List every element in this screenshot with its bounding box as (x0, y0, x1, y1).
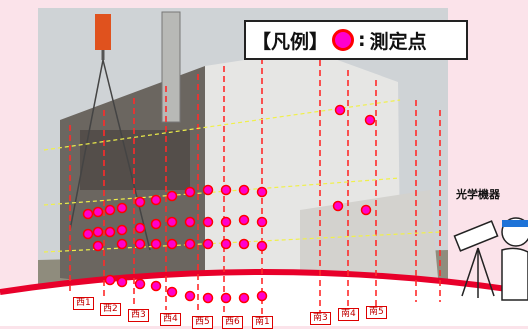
wall-label-west-5: 西5 (192, 316, 213, 329)
measurement-point (364, 114, 376, 126)
crane-tower (161, 11, 181, 123)
facade-damage (80, 130, 190, 190)
legend-text: 測定点 (369, 30, 427, 53)
measurement-point (220, 216, 232, 228)
measurement-point (92, 206, 104, 218)
measurement-point (116, 238, 128, 250)
measurement-point (360, 204, 372, 216)
measurement-point (166, 190, 178, 202)
level-line (43, 99, 401, 151)
measurement-point (238, 238, 250, 250)
optical-instrument-label: 光学機器 (456, 188, 500, 201)
measurement-point (256, 186, 268, 198)
legend-open-bracket: 【 (252, 30, 272, 53)
legend-title: 凡例 (271, 30, 310, 53)
measurement-point (166, 286, 178, 298)
measurement-point-icon (332, 29, 355, 51)
wall-label-south-4: 南4 (338, 308, 359, 321)
measurement-point (150, 218, 162, 230)
measurement-point (202, 184, 214, 196)
measurement-point (134, 196, 146, 208)
crane-sling (102, 59, 151, 251)
wall-label-west-4: 西4 (160, 313, 181, 326)
measurement-point (116, 202, 128, 214)
measurement-point (184, 186, 196, 198)
measurement-point (256, 290, 268, 302)
measurement-point (82, 228, 94, 240)
measurement-point (104, 226, 116, 238)
crane-hook (95, 14, 111, 50)
measurement-point (202, 216, 214, 228)
wall-label-west-2: 西2 (100, 303, 121, 316)
measurement-point (166, 238, 178, 250)
foreground-arc-border (0, 269, 528, 295)
measurement-grid (69, 58, 441, 316)
wall-label-south-3: 南3 (310, 312, 331, 325)
legend-box: 【 凡例 】 : 測定点 (244, 20, 468, 60)
measurement-point (116, 276, 128, 288)
measurement-point (220, 292, 232, 304)
wall-label-west-1: 西1 (73, 297, 94, 310)
measurement-point (116, 224, 128, 236)
crane-sling (69, 59, 104, 231)
measurement-point (184, 216, 196, 228)
measurement-point (150, 238, 162, 250)
measurement-point (82, 208, 94, 220)
measurement-point (104, 204, 116, 216)
legend-close-bracket: 】 (309, 30, 329, 53)
measurement-point (92, 226, 104, 238)
measurement-point (238, 214, 250, 226)
measurement-point (134, 278, 146, 290)
legend-separator: : (358, 29, 366, 51)
measurement-point (134, 222, 146, 234)
measurement-point (202, 292, 214, 304)
measurement-point (150, 280, 162, 292)
measurement-point (150, 194, 162, 206)
measurement-point (334, 104, 346, 116)
optical-instrument (453, 217, 528, 301)
measurement-point (332, 200, 344, 212)
measurement-point (134, 238, 146, 250)
measurement-point (166, 216, 178, 228)
measurement-point (256, 216, 268, 228)
measurement-points (82, 104, 376, 304)
measurement-point (220, 238, 232, 250)
wall-label-west-3: 西3 (128, 309, 149, 322)
measurement-point (184, 290, 196, 302)
wall-label-south-1: 南1 (252, 316, 273, 329)
wall-label-west-6: 西6 (222, 316, 243, 329)
measurement-point (202, 238, 214, 250)
measurement-point (256, 240, 268, 252)
measurement-point (238, 292, 250, 304)
measurement-point (238, 184, 250, 196)
measurement-point (184, 238, 196, 250)
measurement-point (220, 184, 232, 196)
measurement-point (92, 240, 104, 252)
wall-label-south-5: 南5 (366, 306, 387, 319)
measurement-point (104, 274, 116, 286)
